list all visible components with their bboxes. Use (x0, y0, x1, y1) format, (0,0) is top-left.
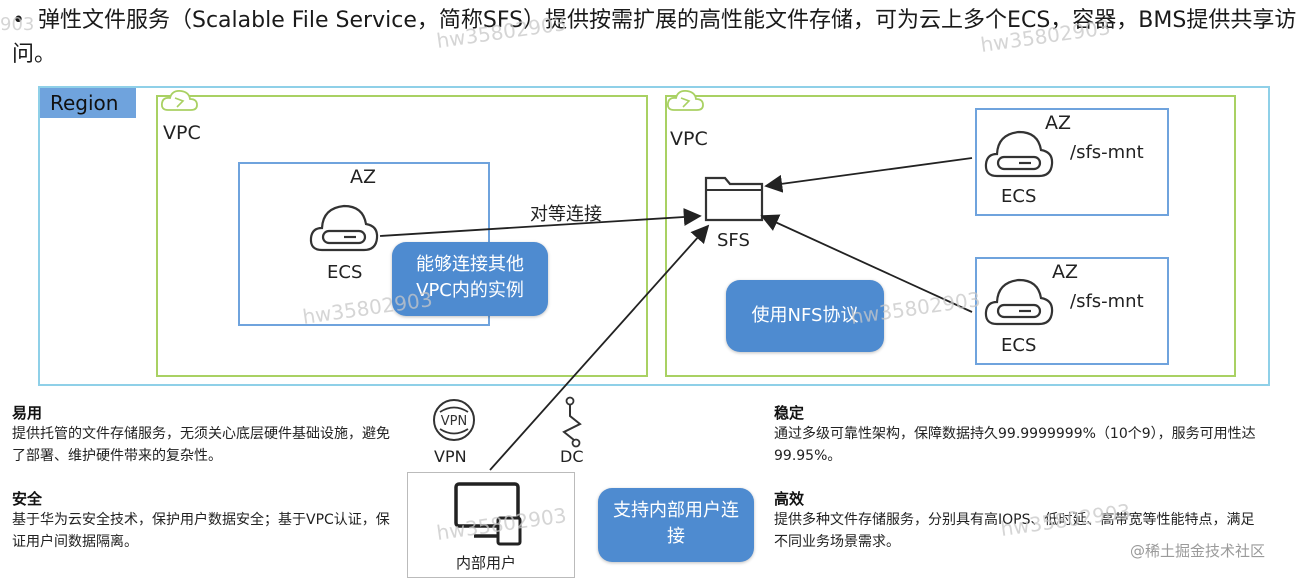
internal-user-bubble: 支持内部用户连接 (598, 488, 754, 562)
right-az-top-mount: /sfs-mnt (1070, 142, 1144, 163)
ecs-bottom-to-sfs-arrow (760, 214, 973, 313)
feature-secure-text: 基于华为云安全技术，保护用户数据安全；基于VPC认证，保证用户间数据隔离。 (12, 512, 390, 550)
vpn-icon-text: VPN (441, 414, 467, 429)
sfs-folder-icon (704, 176, 764, 222)
feature-stable-title: 稳定 (774, 404, 805, 422)
right-bottom-ecs-icon (984, 278, 1054, 326)
right-vpc-frame (665, 95, 1236, 377)
internal-user-computer-icon (454, 482, 522, 546)
internal-user-label: 内部用户 (456, 554, 517, 572)
right-vpc-cloud-icon (666, 89, 704, 111)
left-vpc-label: VPC (163, 122, 201, 144)
feature-efficient-text: 提供多种文件存储服务，分别具有高IOPS、低时延、高带宽等性能特点，满足不同业务… (774, 512, 1255, 550)
right-top-ecs-label: ECS (1001, 186, 1037, 207)
vpn-label: VPN (434, 447, 467, 466)
peering-label: 对等连接 (530, 204, 602, 225)
left-az-label: AZ (350, 166, 377, 188)
right-vpc-label: VPC (670, 128, 708, 150)
feature-secure-title: 安全 (12, 490, 43, 508)
region-label: Region (40, 88, 136, 118)
nfs-bubble: 使用NFS协议 (726, 280, 884, 352)
right-az-bottom-mount: /sfs-mnt (1070, 291, 1144, 312)
right-az-bottom-label: AZ (1052, 261, 1079, 283)
left-vpc-frame (156, 95, 648, 377)
region-frame (38, 86, 1270, 386)
right-az-top-label: AZ (1045, 112, 1072, 134)
right-az-bottom-frame (975, 257, 1169, 365)
bullet: • (12, 8, 25, 33)
right-bottom-ecs-label: ECS (1001, 335, 1037, 356)
right-top-ecs-icon (984, 130, 1054, 178)
feature-easy-text: 提供托管的文件存储服务，无须关心底层硬件基础设施，避免了部署、维护硬件带来的复杂… (12, 426, 390, 464)
feature-easy-title: 易用 (12, 404, 43, 422)
feature-stable-text: 通过多级可靠性架构，保障数据持久99.9999999%（10个9），服务可用性达… (774, 426, 1256, 464)
left-vpc-bubble-text: 能够连接其他VPC内的实例 (416, 254, 524, 301)
dc-label: DC (560, 447, 584, 466)
feature-secure: 安全 基于华为云安全技术，保护用户数据安全；基于VPC认证，保证用户间数据隔离。 (12, 488, 390, 553)
vpn-icon: VPN (433, 399, 475, 441)
ecs-top-to-sfs-arrow (764, 157, 973, 193)
watermark-edge: 903 (0, 14, 35, 35)
internal-user-bubble-text: 支持内部用户连接 (613, 500, 739, 547)
nfs-bubble-text: 使用NFS协议 (751, 305, 859, 326)
left-ecs-icon (309, 204, 379, 252)
feature-efficient-title: 高效 (774, 490, 805, 508)
feature-easy: 易用 提供托管的文件存储服务，无须关心底层硬件基础设施，避免了部署、维护硬件带来… (12, 402, 390, 467)
feature-stable: 稳定 通过多级可靠性架构，保障数据持久99.9999999%（10个9），服务可… (774, 402, 1274, 467)
dc-line-icon (562, 396, 582, 448)
left-vpc-cloud-icon (160, 89, 198, 111)
intro-paragraph: •弹性文件服务（Scalable File Service，简称SFS）提供按需… (12, 4, 1302, 72)
feature-efficient: 高效 提供多种文件存储服务，分别具有高IOPS、低时延、高带宽等性能特点，满足不… (774, 488, 1264, 553)
left-vpc-bubble: 能够连接其他VPC内的实例 (392, 242, 548, 316)
site-watermark: @稀土掘金技术社区 (1130, 542, 1266, 560)
sfs-label: SFS (717, 230, 750, 251)
left-ecs-label: ECS (327, 262, 363, 283)
right-az-top-frame (975, 108, 1169, 216)
peering-arrow (379, 208, 702, 237)
intro-text: 弹性文件服务（Scalable File Service，简称SFS）提供按需扩… (12, 8, 1297, 67)
user-to-sfs-arrow (489, 224, 710, 471)
